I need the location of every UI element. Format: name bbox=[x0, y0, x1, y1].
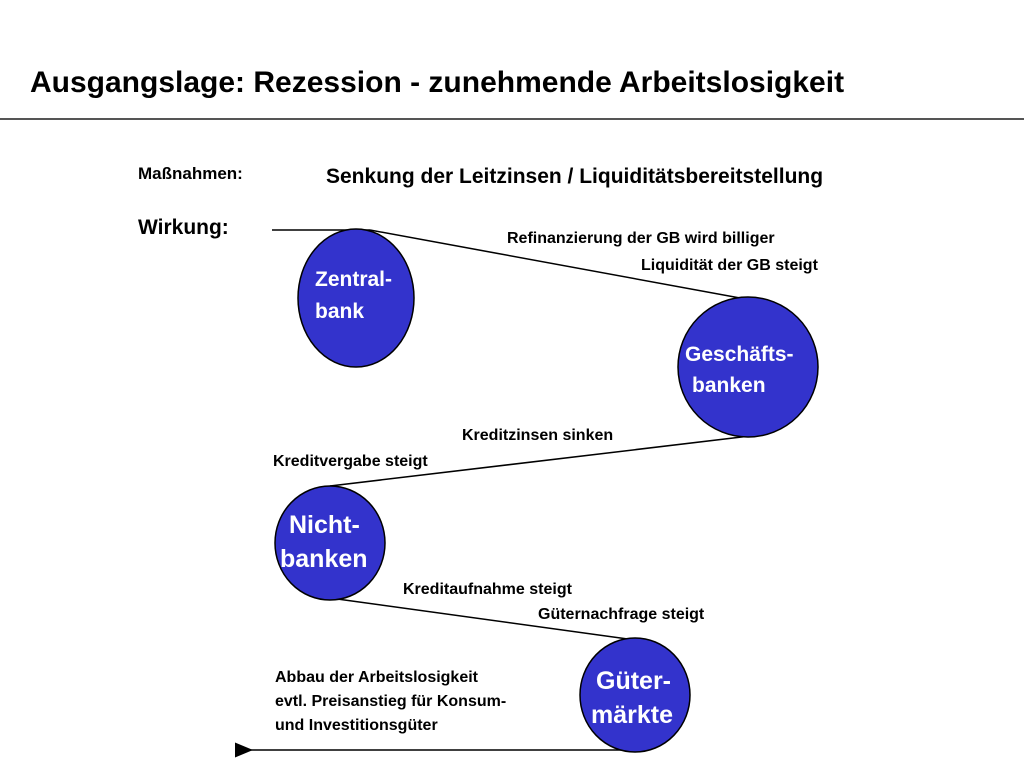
massnahmen-label: Maßnahmen: bbox=[138, 164, 243, 183]
wirkung-label: Wirkung: bbox=[138, 216, 229, 239]
page-title: Ausgangslage: Rezession - zunehmende Arb… bbox=[30, 66, 845, 99]
outcome-line3: und Investitionsgüter bbox=[275, 717, 438, 734]
guetermaerkte-label-line2: märkte bbox=[591, 701, 673, 729]
guetermaerkte-label-line1: Güter- bbox=[596, 667, 671, 695]
edge-label-liquiditaet: Liquidität der GB steigt bbox=[641, 257, 818, 274]
nichtbanken-label-line2: banken bbox=[280, 545, 368, 573]
nichtbanken-node bbox=[274, 485, 386, 601]
edge-label-kreditzinsen: Kreditzinsen sinken bbox=[462, 427, 614, 444]
geschaeftsbanken-label-line2: banken bbox=[692, 374, 766, 397]
edge-nichtbanken-guetermaerkte bbox=[329, 597, 636, 641]
massnahmen-text: Senkung der Leitzinsen / Liquiditätsbere… bbox=[326, 165, 824, 188]
outcome-line1: Abbau der Arbeitslosigkeit bbox=[275, 669, 478, 686]
geschaeftsbanken-label-line1: Geschäfts- bbox=[685, 343, 794, 366]
geschaeftsbanken-node bbox=[677, 296, 819, 438]
guetermaerkte-node bbox=[579, 637, 691, 753]
zentralbank-node bbox=[297, 228, 415, 368]
edge-label-gueternachfrage: Güternachfrage steigt bbox=[538, 606, 705, 623]
outcome-line2: evtl. Preisanstieg für Konsum- bbox=[275, 693, 507, 710]
zentralbank-label-line2: bank bbox=[315, 300, 365, 323]
edge-label-refinanzierung: Refinanzierung der GB wird billiger bbox=[507, 230, 775, 247]
nichtbanken-label-line1: Nicht- bbox=[289, 511, 360, 539]
edge-geschaeftsbanken-nichtbanken bbox=[329, 435, 751, 487]
edge-label-kreditaufnahme: Kreditaufnahme steigt bbox=[403, 581, 572, 598]
title-divider bbox=[0, 118, 1024, 120]
edge-label-kreditvergabe: Kreditvergabe steigt bbox=[273, 453, 428, 470]
zentralbank-label-line1: Zentral- bbox=[315, 268, 393, 291]
edge-zentralbank-geschaeftsbanken bbox=[369, 229, 741, 299]
